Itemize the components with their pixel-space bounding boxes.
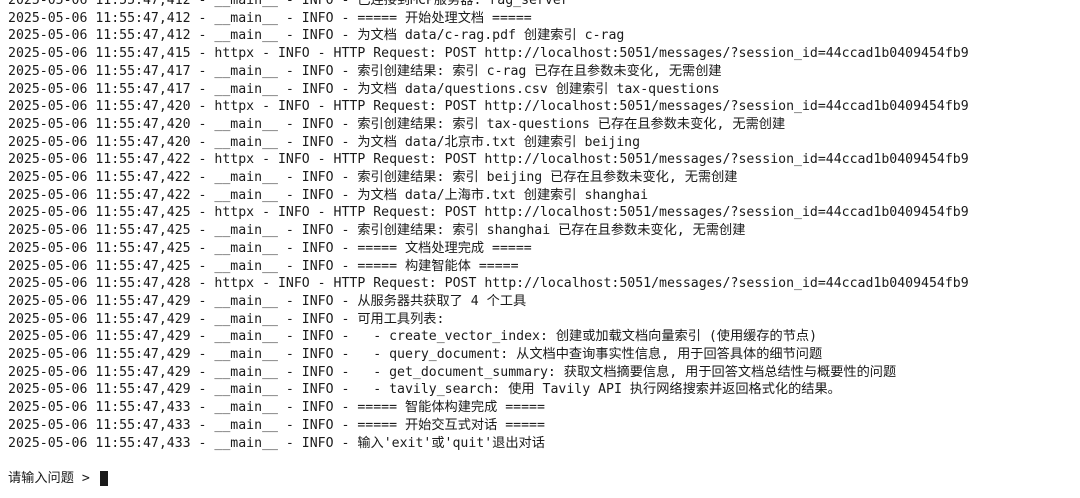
- log-line: 2025-05-06 11:55:47,425 - httpx - INFO -…: [8, 205, 969, 221]
- log-line: 2025-05-06 11:55:47,425 - __main__ - INF…: [8, 258, 519, 274]
- log-line: 2025-05-06 11:55:47,429 - __main__ - INF…: [8, 329, 818, 345]
- log-line: 2025-05-06 11:55:47,429 - __main__ - INF…: [8, 311, 445, 327]
- log-line: 2025-05-06 11:55:47,433 - __main__ - INF…: [8, 400, 545, 416]
- log-line: 2025-05-06 11:55:47,429 - __main__ - INF…: [8, 293, 527, 309]
- log-line: 2025-05-06 11:55:47,428 - httpx - INFO -…: [8, 276, 969, 292]
- log-line: 2025-05-06 11:55:47,425 - __main__ - INF…: [8, 223, 746, 239]
- log-line: 2025-05-06 11:55:47,433 - __main__ - INF…: [8, 435, 545, 451]
- log-line: 2025-05-06 11:55:47,420 - __main__ - INF…: [8, 134, 641, 150]
- log-line: 2025-05-06 11:55:47,422 - httpx - INFO -…: [8, 152, 969, 168]
- log-line: 2025-05-06 11:55:47,412 - __main__ - INF…: [8, 28, 625, 44]
- log-line: 2025-05-06 11:55:47,412 - __main__ - INF…: [8, 10, 532, 26]
- log-output: 2025-05-06 11:55:47,412 - __main__ - INF…: [8, 0, 1080, 452]
- log-line: 2025-05-06 11:55:47,422 - __main__ - INF…: [8, 187, 649, 203]
- log-line: 2025-05-06 11:55:47,417 - __main__ - INF…: [8, 63, 722, 79]
- text-cursor: [99, 471, 108, 487]
- log-line: 2025-05-06 11:55:47,422 - __main__ - INF…: [8, 170, 738, 186]
- log-line: 2025-05-06 11:55:47,415 - httpx - INFO -…: [8, 46, 969, 62]
- log-line: 2025-05-06 11:55:47,429 - __main__ - INF…: [8, 347, 823, 363]
- log-line: 2025-05-06 11:55:47,420 - httpx - INFO -…: [8, 99, 969, 115]
- blank-line: [8, 452, 1080, 470]
- log-line: 2025-05-06 11:55:47,429 - __main__ - INF…: [8, 364, 897, 380]
- log-line: 2025-05-06 11:55:47,429 - __main__ - INF…: [8, 382, 841, 398]
- log-line: 2025-05-06 11:55:47,417 - __main__ - INF…: [8, 81, 720, 97]
- input-prompt[interactable]: 请输入问题 >: [8, 470, 1080, 488]
- prompt-label: 请输入问题 >: [8, 470, 98, 486]
- log-line: 2025-05-06 11:55:47,412 - __main__ - INF…: [8, 0, 569, 8]
- log-line: 2025-05-06 11:55:47,425 - __main__ - INF…: [8, 240, 532, 256]
- log-line: 2025-05-06 11:55:47,433 - __main__ - INF…: [8, 417, 545, 433]
- log-line: 2025-05-06 11:55:47,420 - __main__ - INF…: [8, 116, 786, 132]
